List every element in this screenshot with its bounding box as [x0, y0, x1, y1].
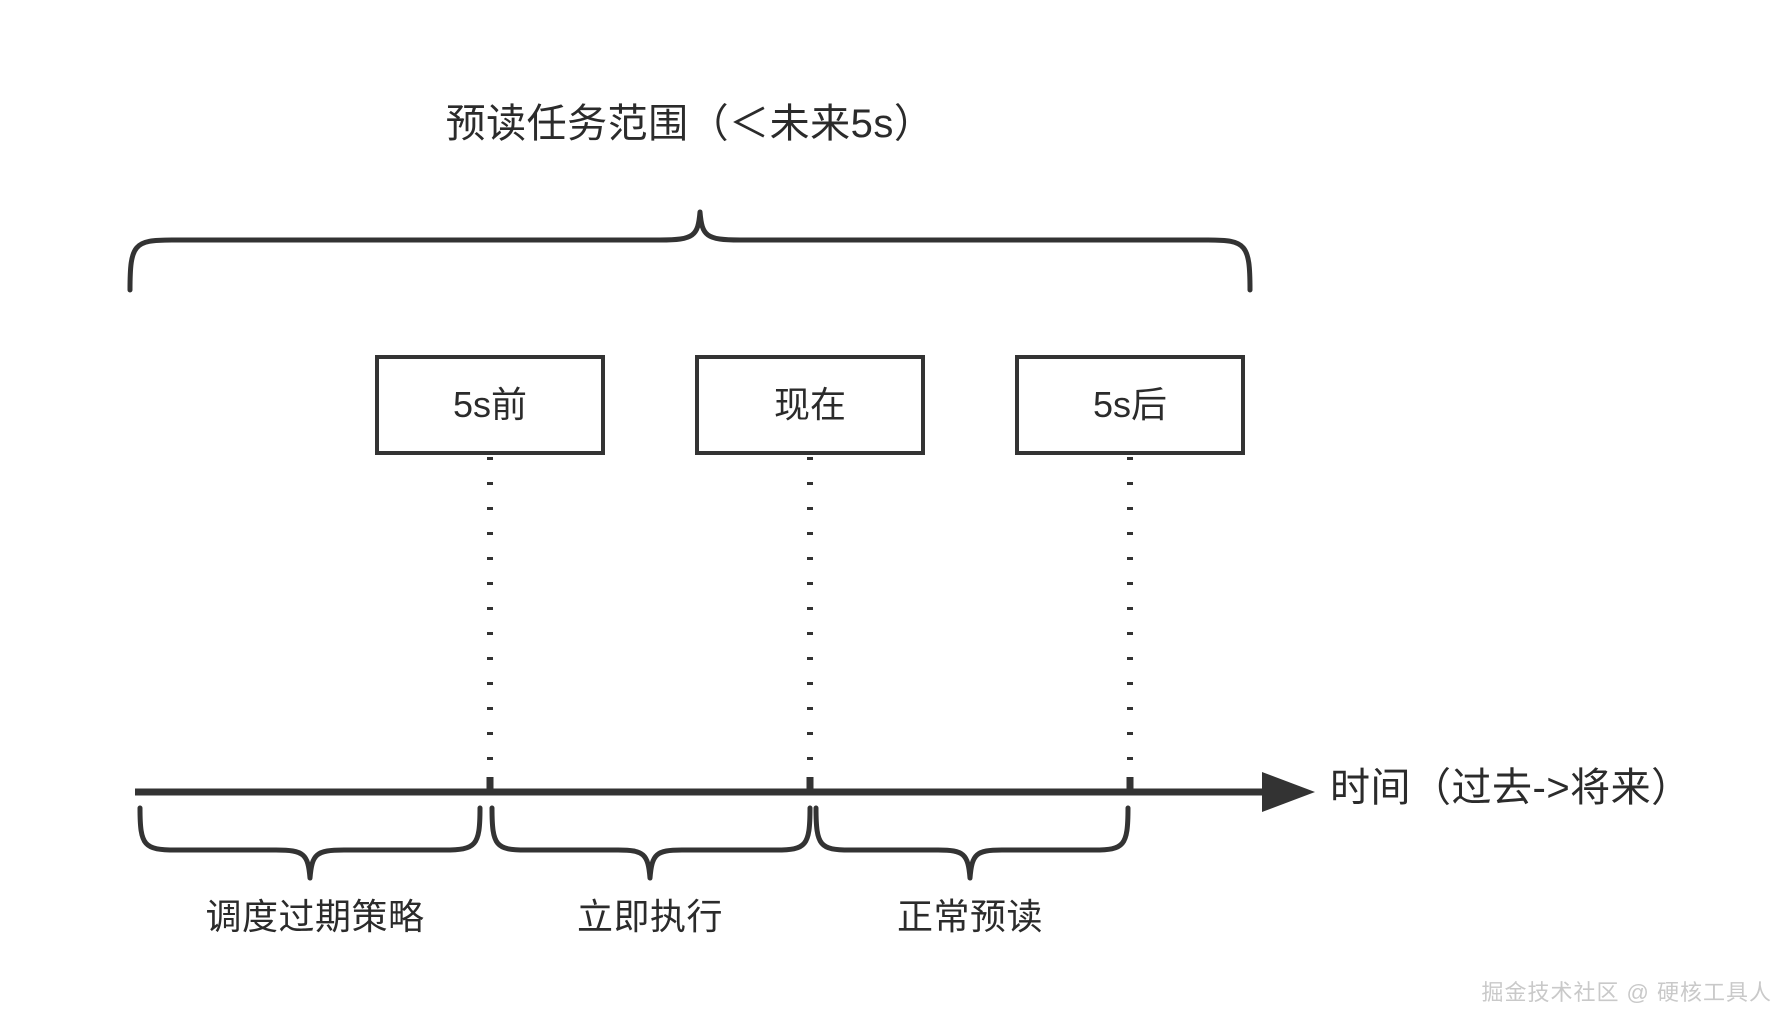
- segment-label-run-now: 立即执行: [576, 896, 723, 937]
- watermark: 掘金技术社区 @ 硬核工具人: [1481, 980, 1772, 1005]
- top-brace: [127, 209, 1253, 293]
- bottom-brace-expire: [137, 805, 483, 881]
- event-box-now-label: 现在: [773, 384, 846, 425]
- event-box-now[interactable]: 现在: [695, 355, 925, 455]
- page-title: 预读任务范围（＜未来5s）: [445, 102, 935, 146]
- timeline-axis-label: 时间（过去->将来）: [1330, 766, 1692, 810]
- event-box-after[interactable]: 5s后: [1015, 355, 1245, 455]
- bottom-brace-normal: [813, 805, 1131, 881]
- timeline-arrow-icon: [1262, 772, 1315, 812]
- event-box-after-label: 5s后: [1092, 384, 1168, 425]
- segment-label-expire: 调度过期策略: [205, 896, 425, 937]
- event-box-before-label: 5s前: [452, 384, 528, 425]
- bottom-brace-run-now: [489, 805, 813, 881]
- event-box-before[interactable]: 5s前: [375, 355, 605, 455]
- segment-label-normal: 正常预读: [896, 896, 1043, 937]
